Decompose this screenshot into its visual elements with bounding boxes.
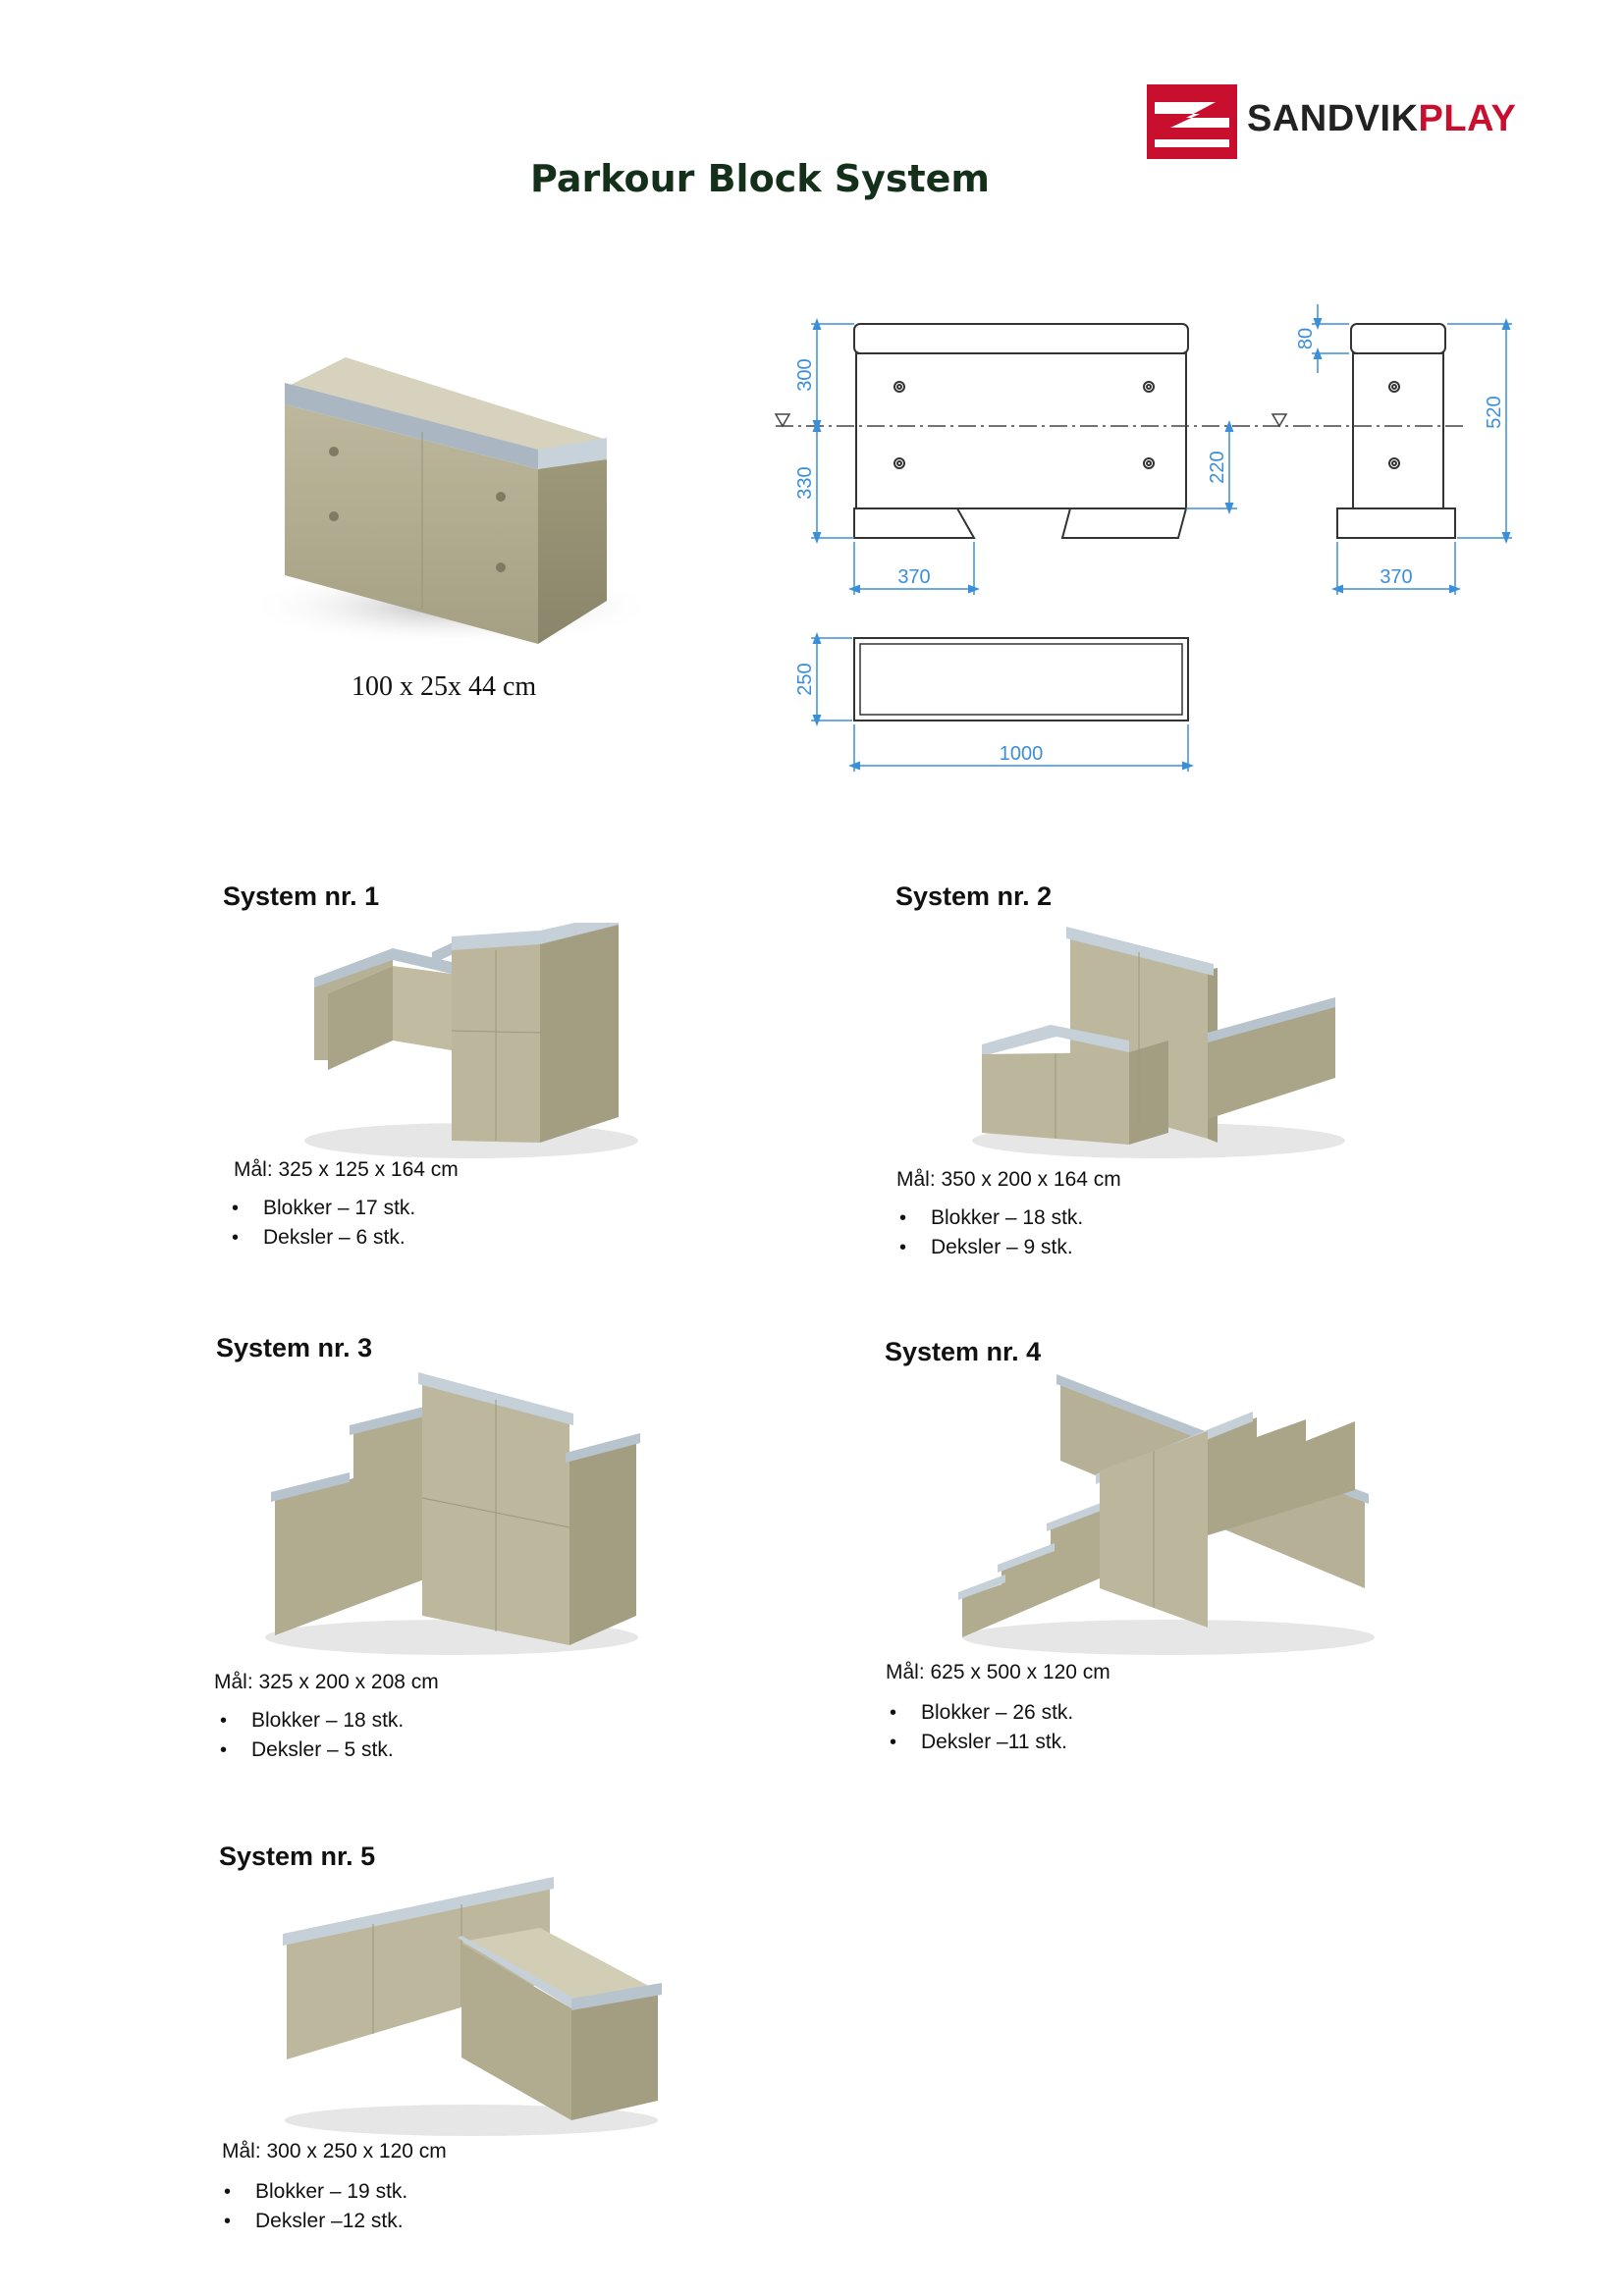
top-view xyxy=(853,637,1189,721)
brand-name: SANDVIKPLAY xyxy=(1247,98,1516,140)
brand-name-part2: PLAY xyxy=(1418,98,1517,139)
ground-level-icon xyxy=(774,413,791,428)
dim-370-side: 370 xyxy=(1380,566,1412,588)
system-4-dimensions: Mål: 625 x 500 x 120 cm xyxy=(886,1661,1110,1683)
system-2-list: Blokker – 18 stk. Deksler – 9 stk. xyxy=(895,1203,1083,1262)
dim-300: 300 xyxy=(794,358,816,391)
system-5-title: System nr. 5 xyxy=(219,1842,376,1871)
dim-220: 220 xyxy=(1207,451,1228,483)
page-title: Parkour Block System xyxy=(530,157,991,200)
system-4-image xyxy=(958,1374,1375,1655)
system-4-list: Blokker – 26 stk. Deksler –11 stk. xyxy=(886,1698,1073,1757)
system-2-image xyxy=(972,927,1345,1158)
system-1-dimensions: Mål: 325 x 125 x 164 cm xyxy=(234,1158,459,1181)
system-5-dimensions: Mål: 300 x 250 x 120 cm xyxy=(222,2140,447,2163)
dim-80: 80 xyxy=(1295,328,1317,349)
technical-drawing: 300 330 220 370 80 520 370 250 1000 xyxy=(774,304,1512,772)
system-5-list: Blokker – 19 stk. Deksler –12 stk. xyxy=(220,2177,407,2236)
system-5-image xyxy=(283,1877,662,2136)
list-item: Blokker – 18 stk. xyxy=(216,1706,404,1735)
ground-level-icon xyxy=(1271,413,1288,428)
dim-370-front: 370 xyxy=(897,566,930,588)
side-view xyxy=(1336,323,1456,539)
system-1-list: Blokker – 17 stk. Deksler – 6 stk. xyxy=(228,1194,415,1253)
main-block-image xyxy=(245,357,658,646)
system-2-title: System nr. 2 xyxy=(895,881,1053,911)
dim-330: 330 xyxy=(794,466,816,499)
list-item: Deksler –12 stk. xyxy=(220,2207,407,2236)
system-2-dimensions: Mål: 350 x 200 x 164 cm xyxy=(896,1168,1121,1191)
list-item: Deksler – 9 stk. xyxy=(895,1233,1083,1262)
dim-250: 250 xyxy=(794,663,816,695)
list-item: Blokker – 17 stk. xyxy=(228,1194,415,1223)
list-item: Deksler – 5 stk. xyxy=(216,1735,404,1765)
main-block-caption: 100 x 25x 44 cm xyxy=(352,671,537,702)
system-3-image xyxy=(265,1372,640,1655)
system-1-image xyxy=(304,923,638,1158)
dim-1000: 1000 xyxy=(1000,743,1044,765)
system-1-title: System nr. 1 xyxy=(223,881,380,911)
system-3-list: Blokker – 18 stk. Deksler – 5 stk. xyxy=(216,1706,404,1765)
sandvik-logo-icon xyxy=(1147,84,1237,159)
list-item: Deksler –11 stk. xyxy=(886,1728,1073,1757)
system-3-dimensions: Mål: 325 x 200 x 208 cm xyxy=(214,1671,439,1693)
front-view xyxy=(853,323,1189,539)
system-4-title: System nr. 4 xyxy=(885,1337,1042,1366)
brand-name-part1: SANDVIK xyxy=(1247,98,1419,139)
list-item: Deksler – 6 stk. xyxy=(228,1223,415,1253)
system-3-title: System nr. 3 xyxy=(216,1333,373,1362)
list-item: Blokker – 18 stk. xyxy=(895,1203,1083,1233)
list-item: Blokker – 19 stk. xyxy=(220,2177,407,2207)
dim-520: 520 xyxy=(1484,396,1505,428)
list-item: Blokker – 26 stk. xyxy=(886,1698,1073,1728)
